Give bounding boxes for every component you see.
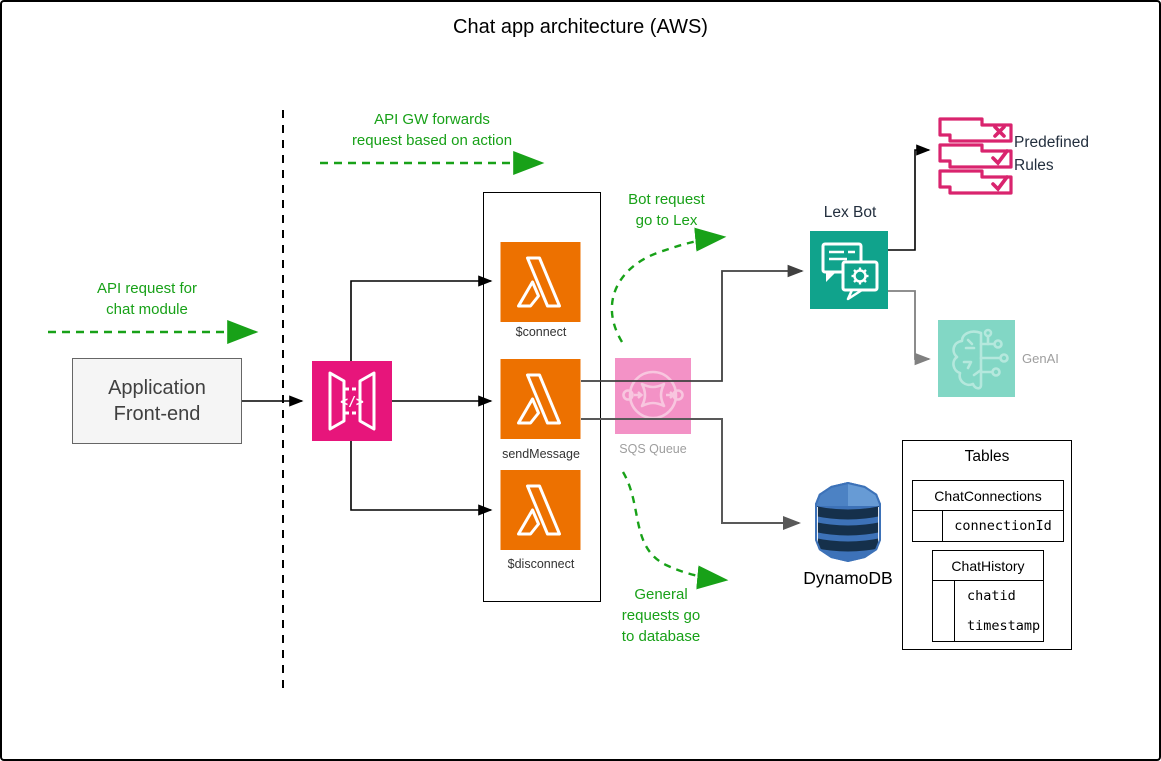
lambda-disconnect-label: $disconnect [507, 557, 575, 571]
lambda-disconnect-icon [500, 470, 581, 550]
lambda-sendmessage-icon [500, 359, 581, 439]
lex-bot-label: Lex Bot [823, 204, 877, 221]
tables-panel [902, 440, 1072, 650]
general-requests-curve-arrow [621, 471, 729, 590]
predefined-rules-label: Predefined Rules [1014, 134, 1089, 174]
table-field-chatid: chatid [967, 588, 1016, 604]
table-field-timestamp: timestamp [967, 618, 1041, 634]
lambda-connect-label: $connect [515, 325, 567, 339]
annotation-api-gw-forwards: API GW forwards request based on action [351, 111, 513, 149]
table-chathistory-header: ChatHistory [933, 551, 1043, 581]
table-key-cell [913, 511, 943, 541]
api-gateway-icon: </> [312, 361, 392, 441]
tables-panel-title: Tables [964, 448, 1010, 465]
sqs-queue-label: SQS Queue [619, 442, 687, 456]
diagram-title: Chat app architecture (AWS) [453, 16, 708, 38]
annotation-bot-request: Bot request go to Lex [628, 191, 705, 229]
lex-bot-icon [810, 231, 888, 309]
lambda-sendmessage-label: sendMessage [502, 447, 580, 461]
lex-to-genai-connector [888, 290, 931, 366]
table-chathistory: ChatHistory chatid timestamp [932, 550, 1044, 642]
predefined-rules-icon [938, 114, 1016, 198]
rule-check-mark [991, 149, 1009, 166]
bot-request-curve-arrow [610, 227, 727, 343]
dynamodb-icon [808, 479, 888, 565]
annotation-general-requests: General requests go to database [621, 586, 701, 645]
rule-check-mark [991, 175, 1009, 192]
sqs-queue-icon [615, 358, 691, 434]
table-key-cell [933, 581, 955, 641]
svg-text:</>: </> [340, 395, 364, 410]
annotation-api-request: API request for chat module [96, 280, 198, 318]
lex-to-rules-connector [888, 144, 931, 251]
genai-icon [938, 320, 1015, 397]
apigw-to-disconnect-connector [350, 441, 493, 516]
apigw-to-connect-connector [350, 275, 493, 361]
table-chatconnections-header: ChatConnections [913, 481, 1063, 511]
table-field-connectionid: connectionId [954, 518, 1052, 534]
rule-x-mark [993, 125, 1006, 138]
lambda-connect-icon [500, 242, 581, 322]
application-frontend-node: Application Front-end [72, 358, 242, 444]
genai-label: GenAI [1022, 351, 1059, 366]
dynamodb-label: DynamoDB [803, 568, 893, 588]
table-chatconnections: ChatConnections connectionId [912, 480, 1064, 542]
sendmessage-to-dynamodb-connector [581, 418, 801, 530]
